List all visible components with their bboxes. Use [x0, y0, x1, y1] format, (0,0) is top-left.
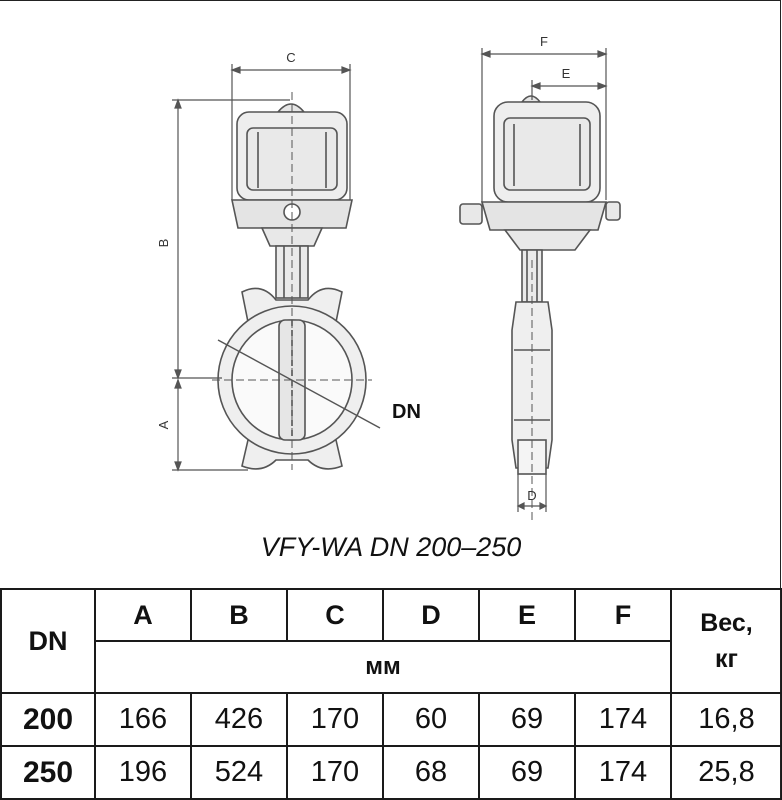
label-a: A — [156, 420, 171, 429]
cell-d: 68 — [382, 745, 480, 800]
cell-b: 524 — [190, 745, 288, 800]
header-row: DN A B C D E F Вес, кг — [0, 588, 782, 694]
cell-b: 426 — [190, 692, 288, 747]
valve-technical-drawing: C B A F E D DN — [156, 34, 621, 520]
label-e: E — [562, 66, 571, 81]
header-col-d: D — [382, 588, 480, 642]
cell-a: 196 — [94, 745, 192, 800]
dimension-d — [516, 474, 548, 512]
cell-a: 166 — [94, 692, 192, 747]
dimension-b — [172, 98, 290, 380]
dimension-c — [230, 64, 352, 200]
cell-f: 174 — [574, 692, 672, 747]
cell-weight: 25,8 — [670, 745, 782, 800]
header-col-e: E — [478, 588, 576, 642]
header-unit: мм — [94, 640, 672, 694]
header-weight-line2: кг — [715, 645, 738, 673]
label-b: B — [156, 239, 171, 248]
cell-c: 170 — [286, 692, 384, 747]
cell-e: 69 — [478, 745, 576, 800]
header-weight-line1: Вес, — [700, 609, 753, 637]
cell-e: 69 — [478, 692, 576, 747]
label-c: C — [286, 50, 295, 65]
header-col-c: C — [286, 588, 384, 642]
header-col-a: A — [94, 588, 192, 642]
dn-label: DN — [392, 401, 421, 423]
cell-c: 170 — [286, 745, 384, 800]
figure-caption: VFY-WA DN 200–250 — [260, 532, 522, 562]
header-dn: DN — [0, 588, 96, 694]
label-f: F — [540, 34, 548, 49]
label-d: D — [527, 488, 536, 503]
header-weight: Вес, кг — [670, 588, 782, 694]
table-row: 250 196 524 170 68 69 174 25,8 — [0, 745, 782, 800]
cell-f: 174 — [574, 745, 672, 800]
header-col-b: B — [190, 588, 288, 642]
row-dn: 200 — [0, 692, 96, 747]
front-view — [212, 92, 372, 470]
unit-row: мм — [1, 640, 782, 694]
dimension-a — [172, 378, 248, 472]
dimensions-table: DN A B C D E F Вес, кг мм 200 166 426 17… — [0, 588, 782, 800]
header-col-f: F — [574, 588, 672, 642]
row-dn: 250 — [0, 745, 96, 800]
dn-leader-line — [217, 339, 381, 429]
cell-weight: 16,8 — [670, 692, 782, 747]
table-row: 200 166 426 170 60 69 174 16,8 — [0, 692, 782, 747]
dimension-e — [530, 80, 608, 100]
side-view — [459, 95, 621, 520]
dimension-f — [480, 48, 608, 204]
cell-d: 60 — [382, 692, 480, 747]
